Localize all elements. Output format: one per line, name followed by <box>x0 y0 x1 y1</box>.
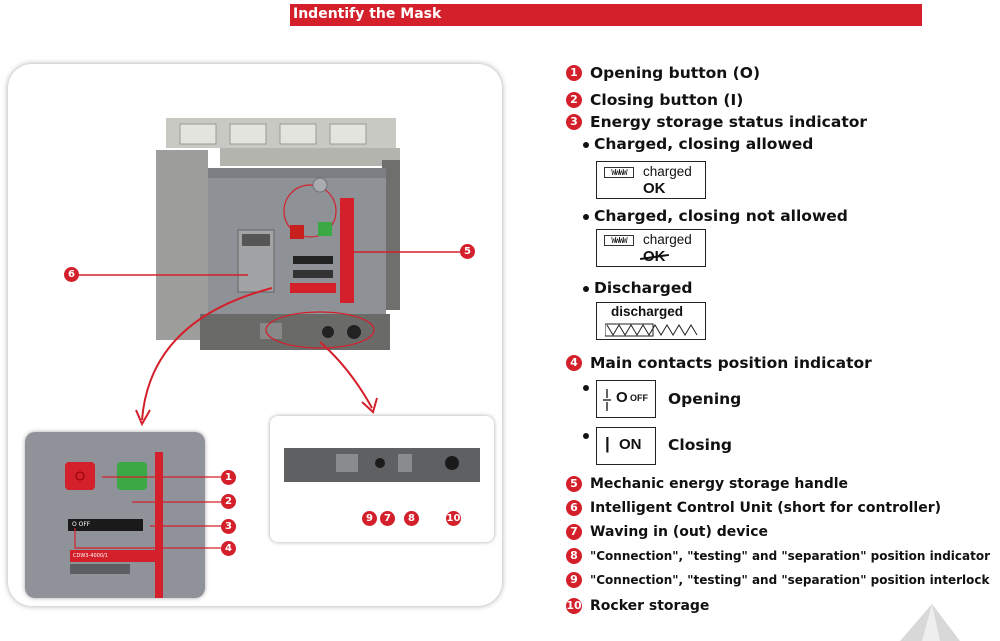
list-item-label: Intelligent Control Unit (short for cont… <box>590 500 942 516</box>
callout-2: 2 <box>221 494 236 509</box>
list-item-label: Closing button (I) <box>590 91 744 109</box>
bullet-number: 2 <box>566 92 582 108</box>
bullet-number: 10 <box>566 598 582 614</box>
callout-3: 3 <box>221 519 236 534</box>
position-on-symbol: | <box>605 434 610 453</box>
callout-8: 8 <box>404 511 419 526</box>
off-symbol-icon <box>603 389 611 411</box>
list-item-opening-button: 1 Opening button (O) <box>566 64 760 82</box>
indicator-text: discharged <box>611 304 684 319</box>
callout-4: 4 <box>221 541 236 556</box>
buttons-closeup-inset <box>25 432 205 598</box>
bullet-number: 4 <box>566 355 582 371</box>
indicator-ok-struck: OK <box>643 248 666 265</box>
list-item-label: Opening button (O) <box>590 64 761 82</box>
inset-off-tag: O OFF <box>72 521 91 528</box>
spring-charged-icon: WWWW <box>604 167 634 178</box>
state-charged-allowed: Charged, closing allowed <box>583 135 813 153</box>
bullet-dot <box>583 385 589 391</box>
list-item-label: Mechanic energy storage handle <box>590 476 849 492</box>
callout-1: 1 <box>221 470 236 485</box>
position-off-small: OFF <box>630 393 648 403</box>
inset1-leader-lines <box>74 476 221 549</box>
position-off-box: O OFF <box>596 380 656 418</box>
bullet-dot <box>583 285 589 292</box>
bullet-dot <box>583 433 589 439</box>
list-item-storage-handle: 5 Mechanic energy storage handle <box>566 476 848 492</box>
leader-lines <box>74 251 460 427</box>
indicator-ok: OK <box>643 180 666 197</box>
state-label: Discharged <box>594 279 693 297</box>
list-item-label: "Connection", "testing" and "separation"… <box>590 549 991 563</box>
corner-decoration <box>900 604 960 641</box>
state-discharged: Discharged <box>583 279 692 297</box>
position-on-box: | ON <box>596 427 656 465</box>
position-on-label: Closing <box>668 436 733 454</box>
indicator-charged-ok: WWWW charged OK <box>596 161 706 199</box>
bullet-number: 5 <box>566 476 582 492</box>
position-on-small: ON <box>619 436 642 453</box>
callout-5: 5 <box>460 244 475 259</box>
indicator-text: charged <box>643 164 692 179</box>
callout-9: 9 <box>362 511 377 526</box>
indicator-discharged: discharged <box>596 302 706 340</box>
bullet-number: 7 <box>566 524 582 540</box>
buttons-closeup <box>25 432 205 598</box>
bullet-number: 1 <box>566 65 582 81</box>
bullet-number: 9 <box>566 572 582 588</box>
list-item-label: "Connection", "testing" and "separation"… <box>590 573 990 587</box>
position-off-symbol: O <box>616 389 628 406</box>
list-item-storage-indicator: 3 Energy storage status indicator <box>566 113 867 131</box>
bullet-number: 6 <box>566 500 582 516</box>
list-item-label: Waving in (out) device <box>590 524 769 540</box>
inset-model-label: CDW3-4000/1 <box>73 553 108 559</box>
position-off-label: Opening <box>668 390 742 408</box>
title-bar: Indentify the Mask <box>290 4 922 26</box>
indicator-charged-not-ok: WWWW charged OK <box>596 229 706 267</box>
callout-7: 7 <box>380 511 395 526</box>
state-label: Charged, closing not allowed <box>594 207 848 225</box>
bullet-dot <box>583 141 589 148</box>
indicator-text: charged <box>643 232 692 247</box>
breaker-illustration <box>156 118 400 350</box>
bullet-number: 8 <box>566 548 582 564</box>
list-item-label: Main contacts position indicator <box>590 354 872 372</box>
base-closeup <box>284 448 480 482</box>
spring-charged-icon: WWWW <box>604 235 634 246</box>
list-item-position-interlock: 9 "Connection", "testing" and "separatio… <box>566 572 989 588</box>
spring-discharged-icon <box>605 323 698 337</box>
bullet-number: 3 <box>566 114 582 130</box>
callout-6: 6 <box>64 267 79 282</box>
state-label: Charged, closing allowed <box>594 135 814 153</box>
bullet-dot <box>583 213 589 220</box>
list-item-label: Rocker storage <box>590 598 710 614</box>
list-item-waving-device: 7 Waving in (out) device <box>566 524 768 540</box>
list-item-main-contacts: 4 Main contacts position indicator <box>566 354 872 372</box>
list-item-closing-button: 2 Closing button (I) <box>566 91 743 109</box>
state-charged-not-allowed: Charged, closing not allowed <box>583 207 848 225</box>
page-title: Indentify the Mask <box>293 6 442 22</box>
list-item-position-indicator: 8 "Connection", "testing" and "separatio… <box>566 548 990 564</box>
callout-10: 10 <box>446 511 461 526</box>
list-item-rocker-storage: 10 Rocker storage <box>566 598 709 614</box>
list-item-controller: 6 Intelligent Control Unit (short for co… <box>566 500 941 516</box>
list-item-label: Energy storage status indicator <box>590 113 868 131</box>
